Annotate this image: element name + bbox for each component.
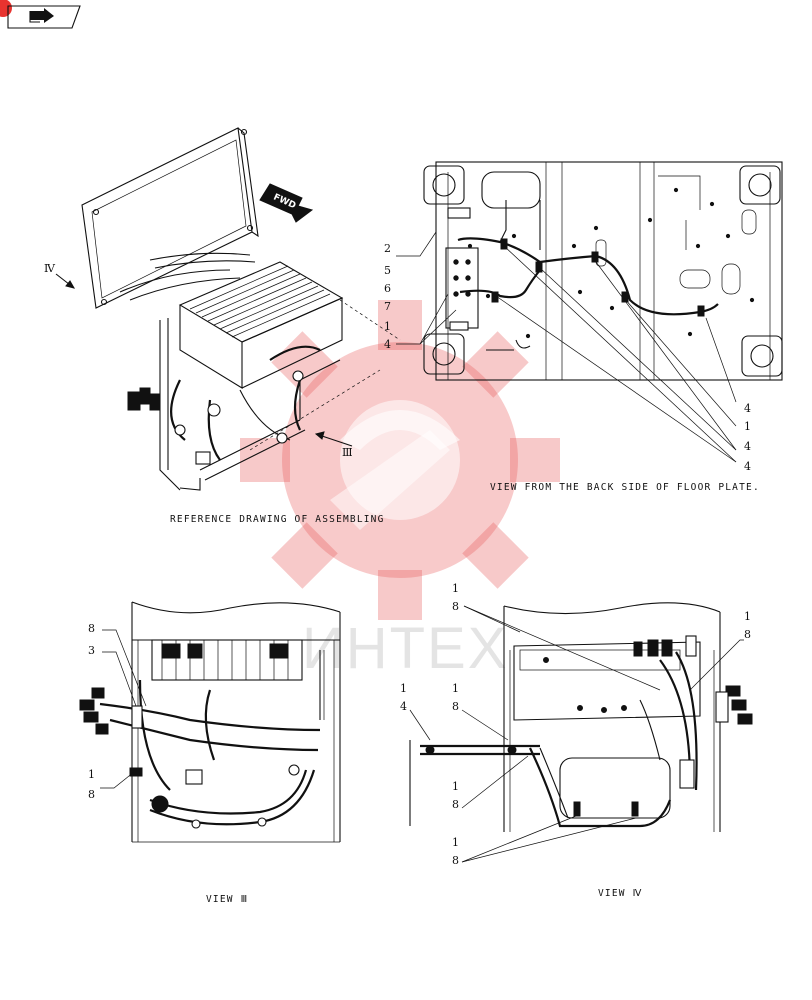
callout-floor-5: 5	[384, 264, 391, 277]
view-iii-drawing	[79, 601, 341, 843]
callout-v4-1f: 1	[452, 836, 459, 849]
callout-floor-right-4c: 4	[744, 460, 751, 473]
view-iv-drawing	[409, 602, 753, 863]
callout-v4-8c: 8	[452, 700, 459, 713]
back-button[interactable]	[0, 0, 82, 34]
callout-floor-2: 2	[384, 242, 391, 255]
callout-v4-1e: 1	[452, 780, 459, 793]
watermark-text: ИНТЕХ	[302, 616, 508, 681]
callout-v3-1: 1	[88, 768, 95, 781]
reference-assembly-drawing: FWD Ⅳ	[44, 127, 401, 491]
callout-v3-8a: 8	[88, 622, 95, 635]
callout-v3-3: 3	[88, 644, 95, 657]
callout-v4-8e: 8	[452, 854, 459, 867]
callout-v3-8b: 8	[88, 788, 95, 801]
callout-floor-6: 6	[384, 282, 391, 295]
reference-caption: REFERENCE DRAWING OF ASSEMBLING	[170, 514, 385, 525]
view-iii-marker: Ⅲ	[342, 446, 353, 459]
callout-v4-1d: 1	[452, 682, 459, 695]
callout-v4-1b: 1	[744, 610, 751, 623]
callout-v4-8b: 8	[744, 628, 751, 641]
callout-floor-right-4a: 4	[744, 402, 751, 415]
callout-floor-right-1: 1	[744, 420, 751, 433]
view-iii-caption: VIEW Ⅲ	[206, 894, 248, 905]
floor-plate-view	[396, 161, 783, 463]
callout-floor-right-4b: 4	[744, 440, 751, 453]
callout-v4-8a: 8	[452, 600, 459, 613]
callout-v4-8d: 8	[452, 798, 459, 811]
view-iv-caption: VIEW Ⅳ	[598, 888, 643, 899]
view-iv-marker: Ⅳ	[44, 262, 56, 275]
callout-floor-1: 1	[384, 320, 391, 333]
return-arrow-icon	[0, 0, 81, 29]
callout-v4-1c: 1	[400, 682, 407, 695]
callout-v4-1a: 1	[452, 582, 459, 595]
callout-floor-4: 4	[384, 338, 391, 351]
callout-floor-7: 7	[384, 300, 391, 313]
callout-v4-4: 4	[400, 700, 407, 713]
floor-caption: VIEW FROM THE BACK SIDE OF FLOOR PLATE.	[490, 482, 760, 493]
